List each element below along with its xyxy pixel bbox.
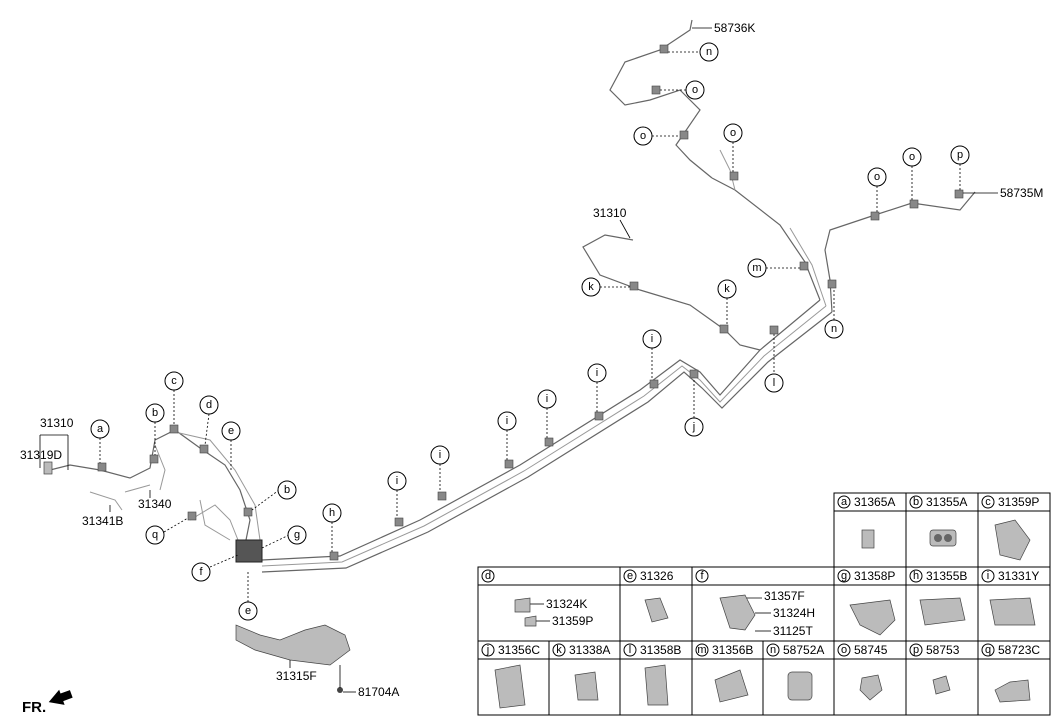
callout-e: e [245,605,251,617]
callout-a: a [97,423,104,435]
table-part: 31358P [854,569,895,583]
label-81704A: 81704A [358,685,399,699]
callout-g: g [294,529,300,541]
callout-i: i [596,367,598,379]
table-letter: h [913,570,919,582]
table-subpart: 31324H [773,606,815,620]
bolt [337,687,343,693]
table-part: 58745 [854,643,888,657]
callout-o: o [909,151,915,163]
table-part: 31355A [926,495,967,509]
callout-k: k [588,281,594,293]
callout-b: b [284,484,290,496]
callout-h: h [329,507,335,519]
table-letter: o [841,644,847,656]
table-part: 31356C [498,643,540,657]
label-31315F: 31315F [276,669,317,683]
callout-m: m [752,262,761,274]
callout-circles: n o o o o o p m n k k l i i i i i i j h … [90,42,970,621]
table-letter: d [485,570,491,582]
parts-table: a 31365A b 31355A c 31359P d e 31326 f g… [477,492,1051,716]
callout-i: i [546,393,548,405]
table-letter: n [770,644,776,656]
table-letter: p [913,644,919,656]
table-letter: b [913,496,919,508]
table-subpart: 31359P [552,614,593,628]
callout-l: l [773,377,775,389]
hose-end [43,461,53,475]
callout-i: i [439,449,441,461]
table-part: 31331Y [998,569,1039,583]
label-58736K: 58736K [714,21,755,35]
table-part: 31359P [998,495,1039,509]
table-letter: e [627,570,633,582]
label-31340: 31340 [138,497,172,511]
part-labels: 58736K 58735M 31310 31310 31319D 31340 3… [20,21,1043,699]
callout-i: i [506,415,508,427]
table-part: 58752A [783,643,824,657]
table-letter: c [985,496,991,508]
table-subpart: 31125T [773,624,813,638]
callout-n: n [831,323,837,335]
callout-o: o [692,84,698,96]
callout-o: o [730,127,736,139]
callout-k: k [724,283,730,295]
callout-o: o [640,130,646,142]
callout-e: e [228,425,234,437]
table-letter: f [700,570,704,582]
callout-f: f [199,566,203,578]
table-letter: i [987,570,989,582]
brake-tubes [49,19,976,573]
callout-q: q [152,529,158,541]
table-part: 31358B [640,643,681,657]
fr-label: FR. [22,699,46,716]
table-part: 58723C [998,643,1040,657]
table-subpart: 31324K [546,597,587,611]
table-letter: j [486,644,489,656]
table-part: 31326 [640,569,674,583]
table-letter: q [985,644,991,656]
front-direction-indicator: FR. [22,689,73,716]
table-letter: a [841,496,848,508]
callout-c: c [171,375,177,387]
table-letter: k [556,644,562,656]
callout-i: i [396,475,398,487]
callout-p: p [957,149,963,161]
table-part: 58753 [926,643,960,657]
callout-i: i [651,333,653,345]
heat-shield [235,624,351,666]
callout-d: d [206,399,212,411]
leaders [39,27,998,693]
junction-block [235,539,263,563]
table-part: 31355B [926,569,967,583]
callout-n: n [706,46,712,58]
label-31341B: 31341B [82,514,123,528]
label-31319D: 31319D [20,448,62,462]
label-58735M: 58735M [1000,186,1043,200]
table-part: 31338A [569,643,610,657]
tube-clips [97,44,964,561]
table-letter: m [697,644,706,656]
table-subpart: 31357F [764,589,805,603]
table-letter: g [841,570,847,582]
callout-b: b [152,407,158,419]
arrow-icon [48,689,73,705]
label-31310-left: 31310 [40,416,74,430]
label-31310-top: 31310 [593,206,627,220]
callout-j: j [692,421,695,433]
table-part: 31365A [854,495,895,509]
table-letter: l [629,644,631,656]
table-part: 31356B [712,643,753,657]
callout-o: o [874,171,880,183]
part-illustrations [494,519,1036,709]
